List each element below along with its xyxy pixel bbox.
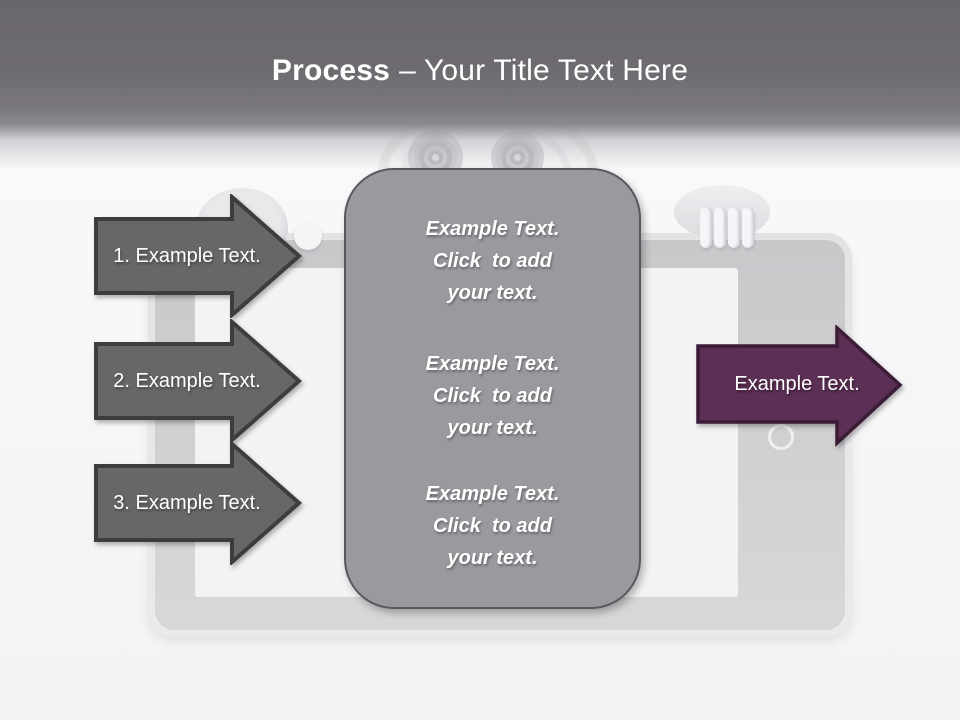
step-3-arrow <box>94 441 303 565</box>
panel-text-line: Example Text. <box>425 218 560 240</box>
panel-text-line: Click to add <box>433 250 552 272</box>
header-band <box>0 0 960 175</box>
right-hand-finger <box>742 207 754 248</box>
step-3-label: 3. Example Text. <box>113 492 261 514</box>
result-arrow <box>696 325 903 447</box>
result-arrow-label: Example Text. <box>734 373 860 395</box>
panel-text-line: your text. <box>447 282 538 304</box>
text-panel: Example Text. Click to add your text. Ex… <box>344 168 641 609</box>
slide-title-text: – Your Title Text Here <box>399 54 689 87</box>
panel-text-block: Example Text. Click to add your text. <box>346 478 639 574</box>
panel-text-block: Example Text. Click to add your text. <box>346 213 639 309</box>
slide-title: Process– Your Title Text Here <box>0 54 960 88</box>
panel-text-line: your text. <box>447 547 538 569</box>
panel-text-line: Example Text. <box>425 353 560 375</box>
right-hand-finger <box>728 207 740 248</box>
panel-text-line: Example Text. <box>425 483 560 505</box>
right-hand-finger <box>714 207 726 248</box>
step-1-label: 1. Example Text. <box>113 245 261 267</box>
slide-title-keyword: Process <box>271 54 391 87</box>
tablet-home-button-icon <box>768 424 794 450</box>
step-2-label: 2. Example Text. <box>113 370 261 392</box>
panel-text-line: your text. <box>447 417 538 439</box>
step-1-arrow <box>94 194 303 318</box>
step-2-arrow <box>94 319 303 443</box>
right-hand-finger <box>700 207 712 248</box>
left-hand-fingertip <box>294 222 322 250</box>
panel-text-block: Example Text. Click to add your text. <box>346 348 639 444</box>
panel-text-line: Click to add <box>433 385 552 407</box>
panel-text-line: Click to add <box>433 515 552 537</box>
